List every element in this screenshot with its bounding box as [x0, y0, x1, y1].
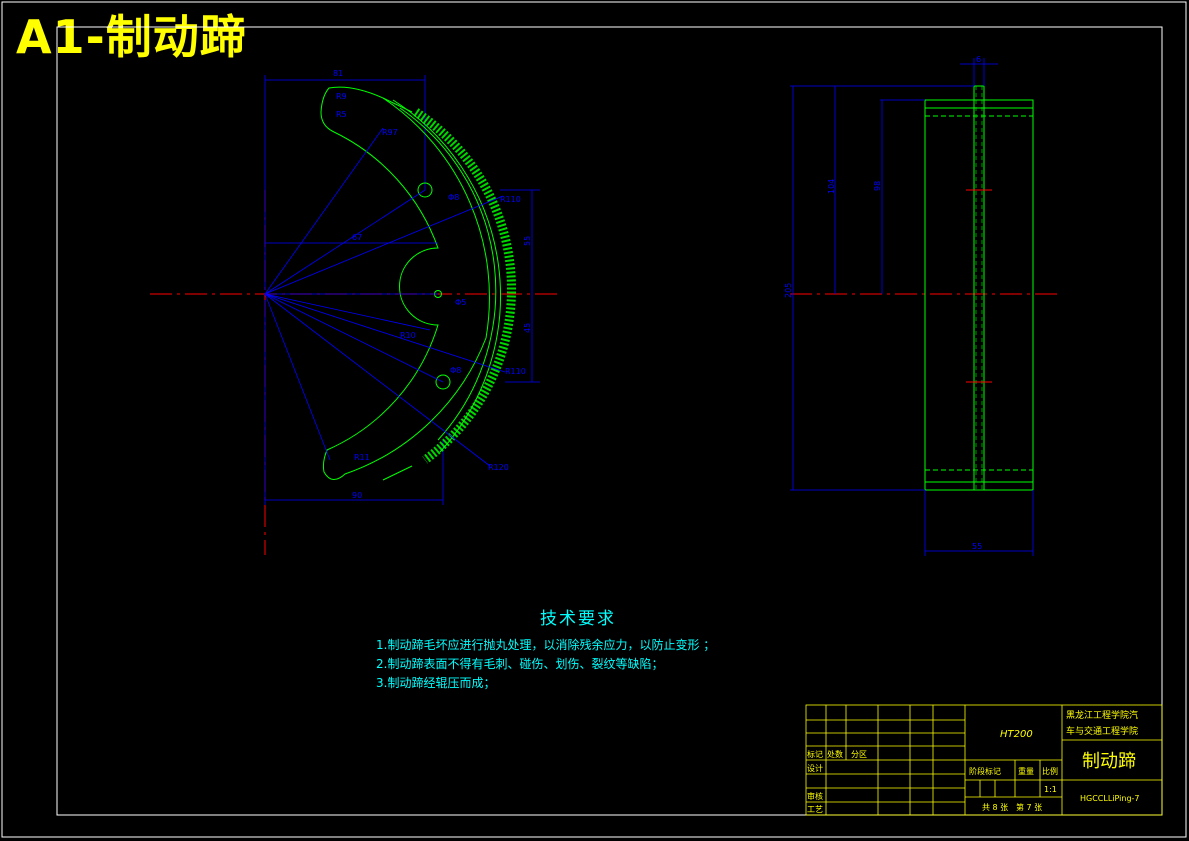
dim-r9: R9 [336, 92, 347, 101]
tb-label-process: 工艺 [807, 805, 823, 814]
dim-hole-center: Φ5 [455, 298, 466, 307]
tb-label-zone: 分区 [851, 750, 867, 759]
dim-90: 90 [352, 491, 362, 500]
dim-55: 55 [523, 236, 532, 246]
dim-r11: R11 [354, 453, 370, 462]
dim-45: 45 [523, 323, 532, 333]
title-block-text: HT200 黑龙江工程学院汽 车与交通工程学院 制动蹄 HGCCLLiPing-… [807, 709, 1140, 814]
tech-requirement-2: 2.制动蹄表面不得有毛刺、碰伤、划伤、裂纹等缺陷； [376, 657, 664, 671]
tb-part-name: 制动蹄 [1082, 751, 1136, 772]
tb-scale: 1:1 [1044, 785, 1057, 794]
dim-hole-lower: Φ8 [450, 366, 461, 375]
tb-school-line2: 车与交通工程学院 [1066, 725, 1138, 737]
dim-side-104: 104 [827, 179, 836, 194]
sheet-title: A1-制动蹄 [16, 10, 247, 64]
tech-requirements-title: 技术要求 [540, 609, 616, 629]
tb-sheets-total: 共 8 张 [982, 803, 1008, 812]
hole-upper [417, 182, 433, 198]
side-view: 6 104 98 205 55 [784, 55, 1060, 556]
shoe-body-outline [320, 86, 490, 480]
dim-r5: R5 [336, 110, 347, 119]
dim-81: 81 [333, 69, 343, 78]
dim-r120: R120 [488, 463, 509, 472]
tb-label-count: 处数 [827, 749, 843, 759]
dim-r97: R97 [382, 128, 398, 137]
tb-school-line1: 黑龙江工程学院汽 [1066, 709, 1138, 721]
front-view: 81 R9 R5 R97 Φ8 R110 67 55 Φ5 R10 45 Φ8 … [150, 69, 560, 555]
side-web [973, 85, 985, 491]
tb-sheet-no: 第 7 张 [1016, 802, 1042, 812]
dim-side-205: 205 [784, 283, 793, 298]
friction-lining-inner [399, 107, 497, 441]
tech-requirement-3: 3.制动蹄经辊压而成； [376, 676, 496, 690]
dim-r10: R10 [400, 331, 416, 340]
dim-67: 67 [352, 233, 362, 242]
dim-side-6: 6 [976, 55, 981, 64]
dim-side-98: 98 [873, 181, 882, 191]
tb-material: HT200 [1000, 729, 1033, 740]
friction-lining-outer [392, 99, 501, 453]
tb-label-stage: 阶段标记 [969, 766, 1001, 776]
title-block [805, 704, 1163, 816]
inner-frame [56, 26, 1163, 816]
dim-side-55: 55 [972, 542, 982, 551]
side-rim [924, 99, 1034, 491]
dim-r110-bottom: R110 [505, 367, 526, 376]
dim-hole-upper: Φ8 [448, 193, 459, 202]
tb-label-mark: 标记 [807, 749, 823, 759]
dim-r110-top: R110 [500, 195, 521, 204]
tb-label-weight: 重量 [1018, 766, 1034, 776]
hole-lower [435, 374, 451, 390]
friction-lining-hatch [413, 108, 516, 464]
tb-drawing-no: HGCCLLiPing-7 [1080, 794, 1140, 803]
tb-label-ratio: 比例 [1042, 766, 1058, 776]
tech-requirement-1: 1.制动蹄毛坏应进行抛丸处理，以消除残余应力，以防止变形 ； [376, 638, 716, 652]
tb-label-design: 设计 [807, 763, 823, 773]
tb-label-review: 审核 [807, 791, 823, 801]
